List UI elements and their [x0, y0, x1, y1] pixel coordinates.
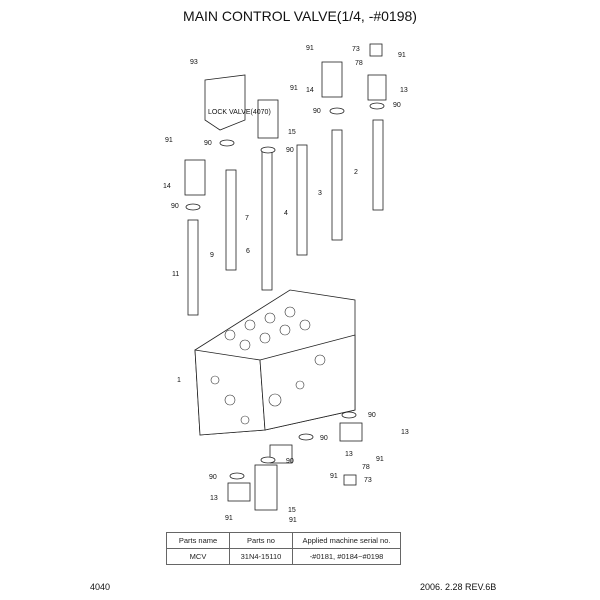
cell-serial: -#0181, #0184~#0198: [292, 548, 401, 565]
callout: 90: [286, 458, 294, 465]
callout-labels: LOCK VALVE(4070) 93 91 14 91 73 78 91 13…: [163, 45, 409, 524]
page-title: MAIN CONTROL VALVE(1/4, -#0198): [183, 8, 417, 24]
valve-body: [194, 289, 356, 436]
callout: 90: [204, 140, 212, 147]
table-row: MCV 31N4-15110 -#0181, #0184~#0198: [166, 548, 401, 565]
page-number: 4040: [90, 582, 111, 592]
callout: 91: [398, 52, 406, 59]
table-header-row: Parts name Parts no Applied machine seri…: [166, 532, 401, 549]
parts-table: Parts name Parts no Applied machine seri…: [166, 532, 401, 565]
callout: 91: [330, 473, 338, 480]
callout: 15: [288, 129, 296, 136]
callout: 91: [306, 45, 314, 52]
callout: 14: [163, 183, 171, 190]
callout: 9: [210, 252, 214, 259]
callout: 13: [401, 429, 409, 436]
callout: 90: [313, 108, 321, 115]
callout: 93: [190, 59, 198, 66]
covers: [184, 43, 387, 511]
callout: 11: [172, 271, 179, 278]
callout: 3: [318, 190, 322, 197]
callout: 1: [177, 377, 181, 384]
callout: 91: [289, 517, 297, 524]
callout: 91: [165, 137, 173, 144]
callout: 6: [246, 248, 250, 255]
callout: 13: [345, 451, 353, 458]
callout: 91: [376, 456, 384, 463]
cell-parts-name: MCV: [166, 548, 230, 565]
callout: 13: [210, 495, 218, 502]
lock-valve-label: LOCK VALVE(4070): [208, 109, 271, 116]
callout: 90: [209, 474, 217, 481]
callout: 15: [288, 507, 296, 514]
callout: 91: [290, 85, 298, 92]
callout: 78: [362, 464, 370, 471]
cell-parts-no: 31N4-15110: [229, 548, 293, 565]
callout: 73: [352, 46, 360, 53]
callout: 13: [400, 87, 408, 94]
callout: 90: [171, 203, 179, 210]
callout: 90: [286, 147, 294, 154]
callout: 14: [306, 87, 314, 94]
header-serial: Applied machine serial no.: [292, 532, 401, 549]
callout: 90: [393, 102, 401, 109]
callout: 73: [364, 477, 372, 484]
revision-date: 2006. 2.28 REV.6B: [420, 582, 497, 592]
callout: 90: [320, 435, 328, 442]
callout: 78: [355, 60, 363, 67]
callout: 4: [284, 210, 288, 217]
header-parts-name: Parts name: [166, 532, 230, 549]
callout: 91: [225, 515, 233, 522]
callout: 7: [245, 215, 249, 222]
header-parts-no: Parts no: [229, 532, 293, 549]
callout: 2: [354, 169, 358, 176]
callout: 90: [368, 412, 376, 419]
